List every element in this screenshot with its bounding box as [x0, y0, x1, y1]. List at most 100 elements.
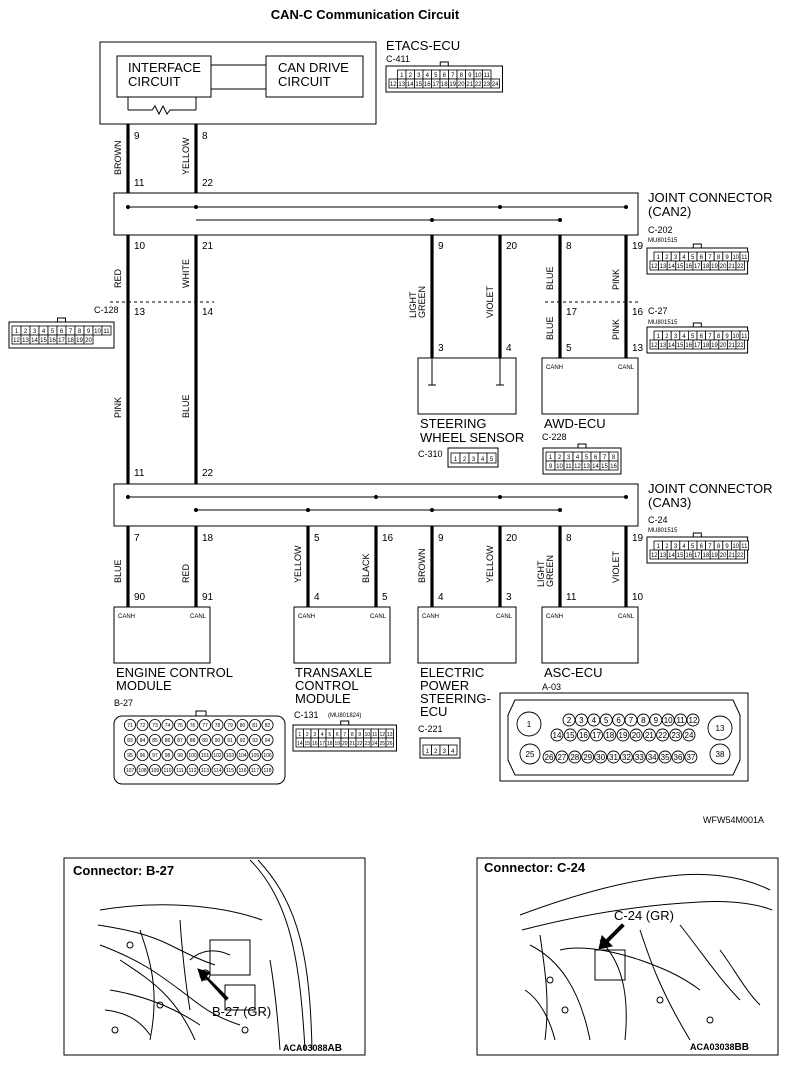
connector-pin — [173, 764, 186, 777]
connector-pin-number: 16 — [312, 741, 318, 747]
pin-number: 5 — [382, 592, 388, 603]
connector-pin — [632, 750, 646, 764]
connector-pin-number: 10 — [732, 544, 739, 550]
connector-pin-number: 92 — [240, 738, 246, 744]
connector-pin-number: 12 — [390, 82, 397, 88]
connector-pin — [161, 734, 174, 747]
connector-pin-number: 26 — [387, 741, 393, 747]
steering-wheel-sensor: STEERING WHEEL SENSOR C-310 — [417, 357, 524, 459]
connector-pin-number: 20 — [720, 264, 727, 270]
connector-pin — [656, 728, 670, 742]
pin-number: 3 — [506, 592, 512, 603]
connector-pin-number: 9 — [87, 329, 91, 335]
connector-pin-number: 15 — [601, 464, 608, 470]
connector-pin-number: 80 — [240, 723, 246, 729]
can-drive-circuit-label: CAN DRIVE — [278, 60, 349, 75]
connector-pin-number: 115 — [226, 768, 234, 774]
connector-pin-number: 37 — [686, 753, 695, 762]
connector-pin-number: 102 — [213, 753, 222, 759]
connector-pin-number: 21 — [728, 343, 735, 349]
connector-pin-number: 23 — [671, 731, 680, 740]
photo1-title: Connector: B-27 — [73, 863, 174, 878]
connector-pin-number: 7 — [69, 329, 73, 335]
connector-pin-number: 17 — [319, 741, 325, 747]
can2-part-number: MU801515 — [648, 238, 678, 244]
pin-number: 5 — [314, 533, 320, 544]
connector-pin-number: 19 — [619, 731, 628, 740]
connector-pin-number: 1 — [400, 73, 404, 79]
arrow-icon — [598, 923, 625, 950]
connector-pin-number: 22 — [658, 731, 667, 740]
connector-pin — [223, 719, 236, 732]
connector-pin — [236, 749, 249, 762]
connector-pin-number: 8 — [641, 716, 646, 725]
pin-number: 11 — [134, 468, 145, 479]
connector-pin-number: 9 — [725, 544, 729, 550]
connector-pin — [124, 734, 137, 747]
connector-pin-number: 110 — [164, 768, 172, 774]
wire-color-label: VIOLET — [611, 550, 621, 583]
wire-color-labels: BROWN YELLOW RED WHITE LIGHT GREEN VIOLE… — [113, 137, 621, 587]
pin-number: 13 — [632, 343, 644, 354]
connector-pin-number: 11 — [741, 334, 748, 340]
connector-pin-number: 82 — [265, 723, 271, 729]
connector-pin — [186, 764, 199, 777]
connector-pin-number: 7 — [708, 544, 712, 550]
connector-pin-number: 84 — [140, 738, 146, 744]
pin-number: 11 — [134, 178, 145, 189]
connector-pin-number: 15 — [40, 338, 47, 344]
connector-pin — [490, 78, 500, 89]
connector-pin-number: 18 — [703, 553, 710, 559]
connector-pin — [148, 734, 161, 747]
connector-pin — [261, 734, 274, 747]
connector-pin-number: 13 — [660, 553, 667, 559]
connector-pin-number: 2 — [409, 73, 413, 79]
ecm-title: MODULE — [116, 678, 172, 693]
connector-pin — [516, 711, 542, 737]
connector-pin-number: 12 — [379, 732, 385, 738]
interface-circuit-label: CIRCUIT — [128, 74, 181, 89]
connector-pin-number: 6 — [616, 716, 621, 725]
connector-pin-number: 9 — [725, 255, 729, 261]
connector-pin — [198, 749, 211, 762]
connector-pin-number: 19 — [711, 264, 718, 270]
connector-pin-number: 19 — [76, 338, 83, 344]
connector-pin-number: 17 — [592, 731, 601, 740]
connector-pin-number: 6 — [594, 455, 598, 461]
connector-pin-number: 77 — [202, 723, 208, 729]
wire-color-label: BLUE — [113, 559, 123, 583]
connector-pin-number: 17 — [694, 343, 701, 349]
connector-pin — [619, 750, 633, 764]
connector-pin-number: 27 — [557, 753, 566, 762]
can2-title: (CAN2) — [648, 204, 691, 219]
connector-pin-number: 20 — [85, 338, 92, 344]
connector-pin-number: 95 — [127, 753, 133, 759]
connector-pin-number: 94 — [265, 738, 271, 744]
pin-number: 22 — [202, 178, 214, 189]
connector-pin-number: 12 — [574, 464, 581, 470]
eps-canh-label: CANH — [422, 614, 439, 620]
connector-pin-number: 32 — [622, 753, 631, 762]
can2-connector-id: C-202 — [648, 225, 673, 235]
eps-connector-id: C-221 — [418, 724, 443, 734]
connector-pin-number: 19 — [334, 741, 340, 747]
connector-pin — [629, 728, 643, 742]
connector-pin-number: 7 — [603, 455, 607, 461]
c27-part-number: MU801515 — [648, 320, 678, 326]
connector-pin-number: 11 — [484, 73, 491, 79]
connector-pin-number: 11 — [741, 544, 748, 550]
connector-pin-number: 36 — [674, 753, 683, 762]
connector-pin-number: 21 — [645, 731, 654, 740]
photo1-callout: B-27 (GR) — [212, 1004, 271, 1019]
connector-pin-number: 7 — [343, 732, 346, 738]
connector-pin — [198, 764, 211, 777]
pin-number: 19 — [632, 241, 644, 252]
connector-pin-number: 103 — [226, 753, 235, 759]
connector-pin-number: 9 — [549, 464, 553, 470]
connector-pin — [735, 260, 746, 271]
connector-pin — [236, 734, 249, 747]
can2-title: JOINT CONNECTOR — [648, 190, 772, 205]
